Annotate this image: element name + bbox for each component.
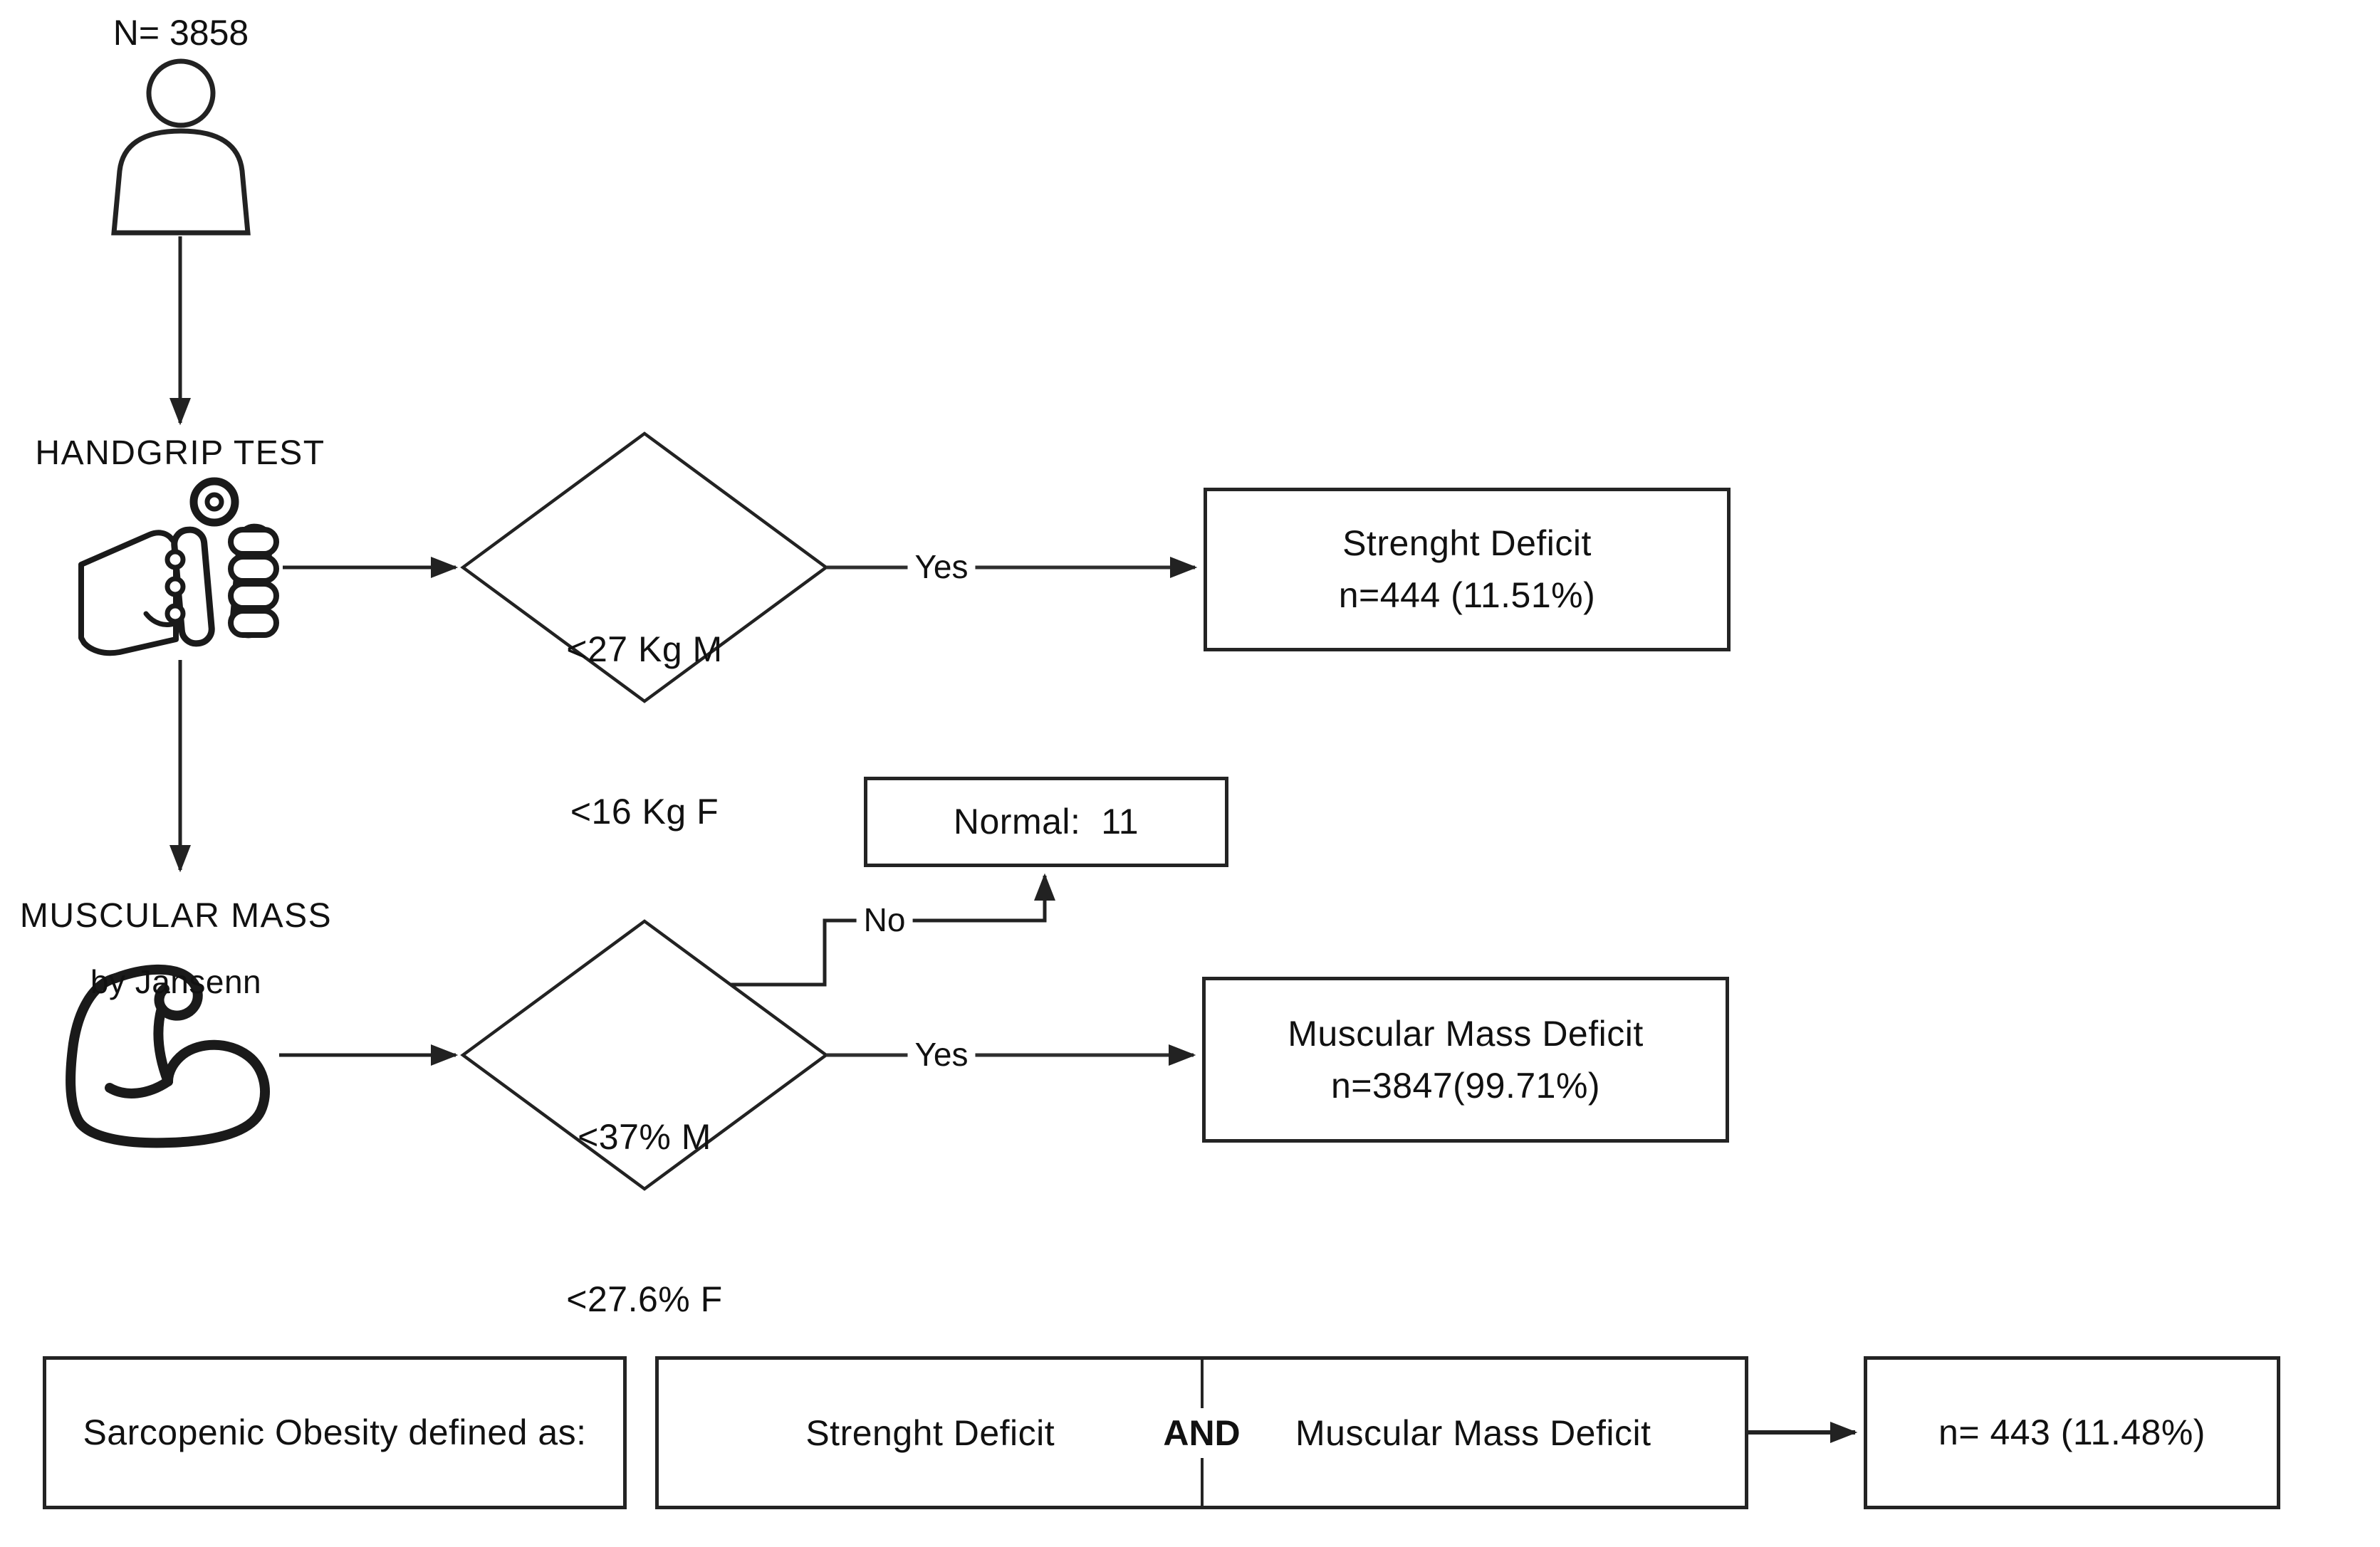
person-icon bbox=[111, 58, 251, 236]
definition-and-box: Strenght Deficit AND Muscular Mass Defic… bbox=[655, 1356, 1748, 1509]
strength-deficit-box: Strenght Deficit n=444 (11.51%) bbox=[1204, 488, 1731, 651]
edge-label-no1: No bbox=[856, 898, 913, 941]
mass-deficit-line2: n=3847(99.71%) bbox=[1330, 1065, 1601, 1106]
flexed-bicep-icon bbox=[66, 964, 270, 1148]
edge-label-yes1: Yes bbox=[907, 545, 976, 588]
edge-decision2-no bbox=[731, 873, 1055, 987]
mass-deficit-line1: Muscular Mass Deficit bbox=[1288, 1013, 1644, 1054]
definition-operator-label: AND bbox=[1147, 1407, 1256, 1458]
decision-mass-line1: <37% M bbox=[578, 1117, 711, 1157]
definition-intro-label: Sarcopenic Obesity defined as: bbox=[83, 1412, 587, 1452]
decision-handgrip-line2: <16 Kg F bbox=[570, 792, 719, 832]
muscular-mass-title-block: MUSCULAR MASS by Jansenn bbox=[0, 870, 354, 1027]
muscular-mass-title: MUSCULAR MASS bbox=[19, 897, 333, 935]
decision-mass-line2: <27.6% F bbox=[566, 1279, 723, 1319]
definition-intro-box: Sarcopenic Obesity defined as: bbox=[43, 1356, 627, 1509]
mass-deficit-box: Muscular Mass Deficit n=3847(99.71%) bbox=[1202, 977, 1729, 1143]
decision-handgrip-text: <27 Kg M <16 Kg F bbox=[466, 514, 823, 947]
definition-right-label: Muscular Mass Deficit bbox=[1295, 1412, 1651, 1453]
handgrip-test-title: HANDGRIP TEST bbox=[35, 434, 325, 472]
muscular-mass-subtitle: by Jansenn bbox=[90, 963, 262, 1000]
normal-label: Normal: 11 bbox=[953, 802, 1139, 841]
hand-gripper-icon bbox=[78, 477, 279, 656]
strength-deficit-line2: n=444 (11.51%) bbox=[1338, 575, 1596, 615]
population-count-label: N= 3858 bbox=[113, 13, 249, 53]
result-label: n= 443 (11.48%) bbox=[1938, 1412, 2206, 1452]
definition-left-label: Strenght Deficit bbox=[805, 1412, 1055, 1453]
decision-handgrip-line1: <27 Kg M bbox=[566, 629, 723, 669]
strength-deficit-line1: Strenght Deficit bbox=[1342, 523, 1592, 563]
decision-mass-text: <37% M <27.6% F bbox=[466, 1002, 823, 1435]
edge-label-yes2: Yes bbox=[907, 1033, 976, 1076]
result-box: n= 443 (11.48%) bbox=[1864, 1356, 2280, 1509]
normal-box: Normal: 11 bbox=[864, 777, 1228, 867]
